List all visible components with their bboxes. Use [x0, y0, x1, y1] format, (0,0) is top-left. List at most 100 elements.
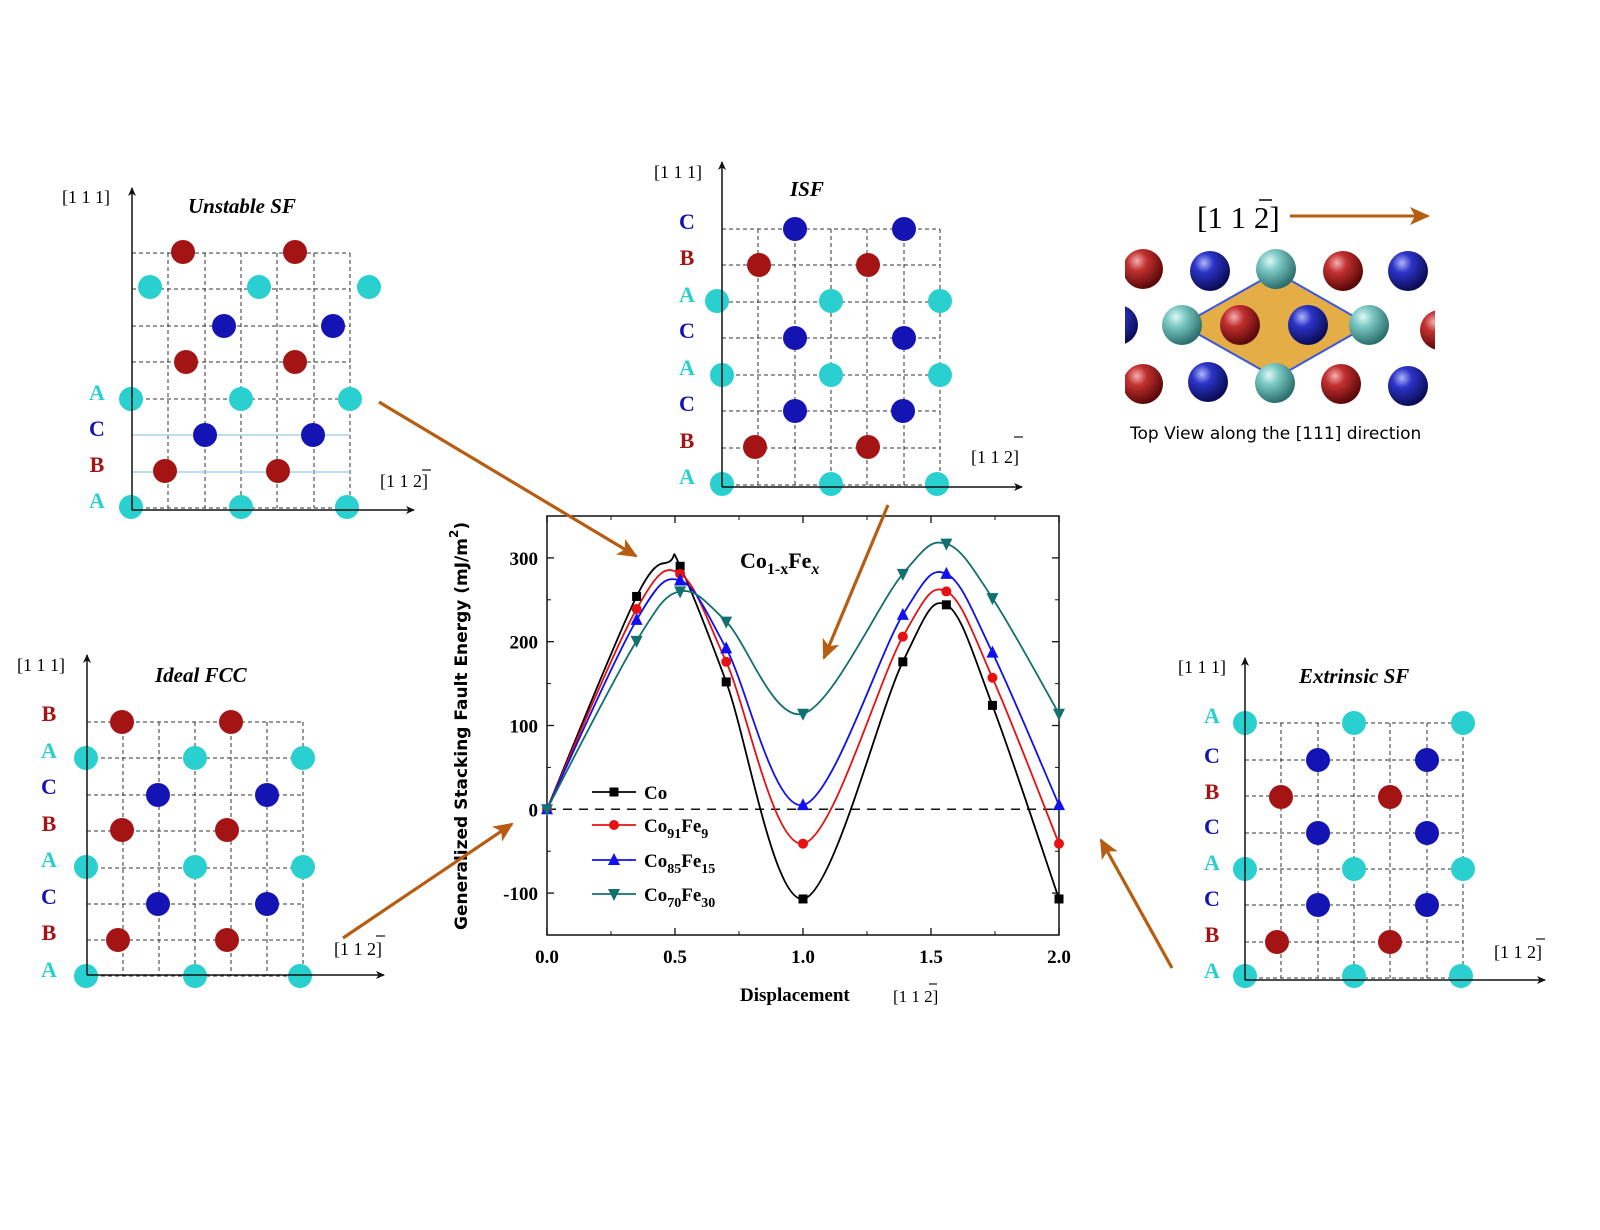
- x-tick-label: 0.5: [663, 947, 687, 968]
- arrow-ideal-to-origin: [342, 822, 514, 940]
- sphere-blue: [1125, 306, 1138, 344]
- sphere-layer: [1125, 249, 1435, 406]
- legend-label-sub: 9: [701, 827, 708, 842]
- stacking-label: A: [1204, 850, 1220, 875]
- atom-layer-group: [1233, 711, 1475, 988]
- atom-A: [928, 363, 952, 387]
- axis-112-label: [1 1 2]: [971, 447, 1019, 467]
- x-tick-label: 2.0: [1047, 947, 1071, 968]
- atom-B: [174, 350, 198, 374]
- atom-A: [1449, 964, 1473, 988]
- data-point: [941, 586, 952, 597]
- sphere-red: [1125, 249, 1163, 289]
- sphere-cyan: [1349, 305, 1389, 345]
- atom-A: [183, 855, 207, 879]
- panel-title: Extrinsic SF: [1298, 664, 1409, 688]
- stacking-label: C: [679, 318, 695, 343]
- legend-marker: [609, 787, 619, 797]
- legend-label: Co: [644, 783, 667, 804]
- atom-A: [1451, 711, 1475, 735]
- axis-112-label: [1 1 2]: [334, 939, 382, 959]
- atom-C: [146, 783, 170, 807]
- atom-layer-group: [705, 217, 952, 496]
- atom-A: [74, 855, 98, 879]
- x-tick-label: 1.0: [791, 947, 815, 968]
- data-point: [721, 656, 732, 667]
- sphere-cyan: [1162, 305, 1202, 345]
- atom-C: [146, 892, 170, 916]
- atom-A: [819, 289, 843, 313]
- data-point: [631, 604, 642, 615]
- sphere-red: [1420, 310, 1435, 350]
- data-point: [674, 586, 687, 599]
- legend-label-base: Co: [644, 816, 667, 837]
- atom-A: [138, 275, 162, 299]
- atom-B: [215, 928, 239, 952]
- stacking-label: A: [679, 282, 695, 307]
- data-point: [987, 700, 997, 710]
- atom-A: [1342, 857, 1366, 881]
- atom-A: [74, 746, 98, 770]
- atom-A: [247, 275, 271, 299]
- atom-C: [892, 217, 916, 241]
- atom-A: [925, 472, 949, 496]
- atom-C: [301, 423, 325, 447]
- stacking-label: A: [89, 380, 105, 405]
- legend-label-mid: Fe: [681, 851, 701, 872]
- sphere-blue: [1188, 362, 1228, 402]
- atom-B: [1269, 785, 1293, 809]
- stacking-label: A: [41, 957, 57, 982]
- atom-layer-group: [119, 240, 381, 519]
- data-point: [541, 804, 553, 817]
- atom-A: [183, 964, 207, 988]
- series-markers: [541, 538, 1065, 904]
- atom-B: [1378, 930, 1402, 954]
- legend-label-mid: Fe: [681, 885, 701, 906]
- data-point: [720, 641, 733, 654]
- chart-title-sub2: x: [810, 561, 819, 578]
- atom-B: [106, 928, 130, 952]
- data-point: [630, 635, 643, 648]
- data-point: [940, 566, 953, 579]
- data-point: [896, 568, 909, 581]
- data-point: [721, 677, 731, 687]
- legend-label-sub: 85: [667, 862, 681, 877]
- top-view-direction-label: [1 1 2]: [1197, 200, 1280, 235]
- data-point: [986, 645, 999, 658]
- atom-C: [1306, 893, 1330, 917]
- x-axis-direction-label: [1 1 2]: [893, 987, 938, 1006]
- data-point: [1053, 708, 1065, 721]
- atom-B: [110, 710, 134, 734]
- atom-B: [856, 435, 880, 459]
- stacking-label: A: [1204, 703, 1220, 728]
- stacking-label: B: [680, 245, 695, 270]
- axis-112-label: [1 1 2]: [380, 471, 428, 491]
- legend-label-base: Co: [644, 783, 667, 804]
- atom-C: [193, 423, 217, 447]
- top-view-panel: [1 1 2] Top View along the [111] directi…: [1125, 199, 1435, 444]
- stacking-label: A: [41, 738, 57, 763]
- axis-111-label: [1 1 1]: [62, 187, 110, 207]
- legend-label-base: Co: [644, 851, 667, 872]
- atom-C: [892, 326, 916, 350]
- atom-B: [856, 253, 880, 277]
- atom-B: [110, 818, 134, 842]
- legend-label-mid: Fe: [681, 816, 701, 837]
- sphere-cyan: [1256, 249, 1296, 289]
- x-tick-label: 0.0: [535, 947, 559, 968]
- legend-marker: [609, 820, 619, 830]
- atom-A: [357, 275, 381, 299]
- legend-label-sub: 15: [701, 862, 715, 877]
- atom-A: [928, 289, 952, 313]
- y-tick-label: 200: [510, 633, 539, 654]
- y-tick-label: 0: [529, 800, 539, 821]
- stacking-label: A: [679, 355, 695, 380]
- data-point: [675, 561, 685, 571]
- atom-A: [1342, 964, 1366, 988]
